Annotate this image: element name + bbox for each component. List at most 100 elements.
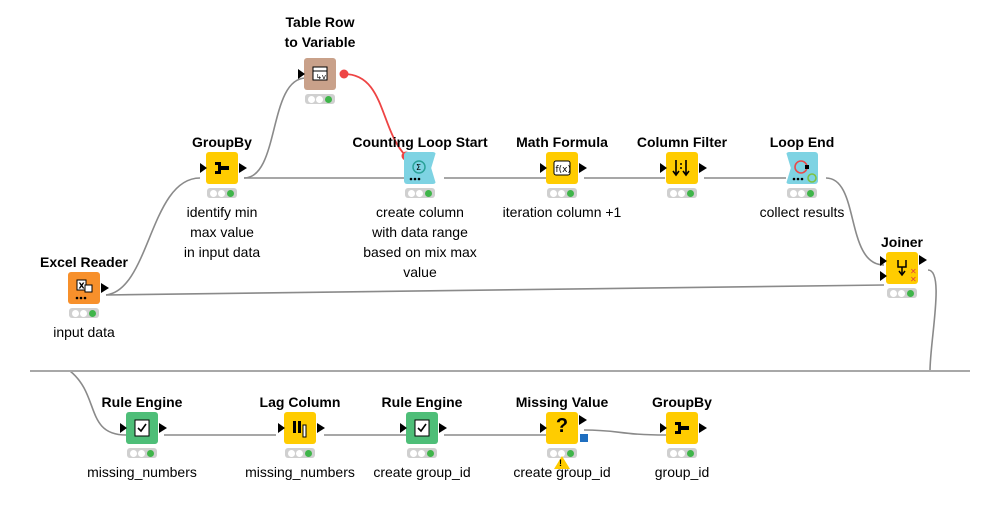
status-lights	[787, 188, 817, 198]
svg-text:↳v: ↳v	[316, 73, 326, 81]
status-lights	[285, 448, 315, 458]
excel-reader-icon[interactable]: X	[68, 272, 109, 304]
node-title: Missing Value	[515, 394, 609, 410]
input-port[interactable]	[200, 163, 207, 173]
output-port[interactable]	[579, 163, 587, 173]
lag-column-icon[interactable]	[278, 412, 325, 444]
missing-value-icon[interactable]: ? !	[540, 412, 588, 469]
output-port[interactable]	[699, 163, 707, 173]
rule-engine-icon[interactable]	[120, 412, 167, 444]
node-title: Joiner	[880, 234, 923, 250]
node-math-formula[interactable]: Math Formula f(x) iteration column +1	[492, 132, 632, 222]
variable-port-out	[339, 69, 349, 79]
wire-groupby-tablerow	[243, 77, 307, 179]
column-filter-icon[interactable]	[660, 152, 707, 184]
svg-text:Σ: Σ	[416, 163, 421, 172]
status-lights	[405, 188, 435, 198]
input-port[interactable]	[120, 423, 127, 433]
node-label: group_id	[654, 464, 710, 480]
node-label: input data	[53, 324, 115, 340]
input-port[interactable]	[880, 256, 887, 266]
wire-excel-groupby	[105, 177, 201, 296]
loop-start-icon[interactable]: Σ	[404, 152, 436, 184]
warning-icon[interactable]: !	[554, 456, 570, 469]
node-lag-column[interactable]: Lag Column missing_numbers	[230, 392, 370, 482]
output-port[interactable]	[317, 423, 325, 433]
output-port[interactable]	[159, 423, 167, 433]
node-column-filter[interactable]: Column Filter	[612, 132, 752, 198]
joiner-icon[interactable]: ✕✕	[880, 252, 927, 284]
node-title: Column Filter	[636, 134, 728, 150]
math-formula-icon[interactable]: f(x)	[540, 152, 587, 184]
node-label-line: in input data	[183, 244, 261, 260]
loop-end-icon[interactable]	[786, 152, 818, 184]
node-label-line: identify min	[186, 204, 258, 220]
status-lights	[667, 448, 697, 458]
node-excel-reader[interactable]: Excel Reader X input data	[14, 252, 154, 342]
input-port[interactable]	[278, 423, 285, 433]
input-port[interactable]	[660, 163, 667, 173]
status-lights	[887, 288, 917, 298]
node-title: Excel Reader	[40, 254, 128, 270]
wire-missing-groupby	[583, 429, 667, 436]
node-title: Rule Engine	[381, 394, 463, 410]
node-title: GroupBy	[652, 394, 712, 410]
svg-text:X: X	[79, 282, 86, 291]
status-lights	[69, 308, 99, 318]
status-lights	[407, 448, 437, 458]
node-missing-value[interactable]: Missing Value ? ! create group_id	[492, 392, 632, 482]
output-port[interactable]	[819, 163, 827, 173]
status-lights	[207, 188, 237, 198]
input-port[interactable]	[660, 423, 667, 433]
input-port[interactable]	[880, 271, 887, 281]
svg-text:✕: ✕	[910, 275, 917, 284]
output-port[interactable]	[439, 423, 447, 433]
node-groupby-bottom[interactable]: GroupBy group_id	[612, 392, 752, 482]
question-mark-icon: ?	[555, 415, 569, 437]
node-label: missing_numbers	[87, 464, 197, 480]
node-title: Counting Loop Start	[352, 134, 488, 150]
node-label: iteration column +1	[502, 204, 622, 220]
node-counting-loop-start[interactable]: Counting Loop Start Σ create column with…	[350, 132, 490, 282]
node-label-line: create column	[376, 204, 464, 220]
output-port[interactable]	[699, 423, 707, 433]
node-label-line: based on mix max value	[363, 244, 477, 280]
input-port[interactable]	[400, 423, 407, 433]
output-port[interactable]	[919, 255, 927, 265]
node-label: collect results	[759, 204, 845, 220]
output-port[interactable]	[101, 283, 109, 293]
node-rule-engine-2[interactable]: Rule Engine create group_id	[352, 392, 492, 482]
input-port[interactable]	[540, 163, 547, 173]
rule-engine-icon[interactable]	[400, 412, 447, 444]
status-lights	[547, 188, 577, 198]
status-lights	[305, 94, 335, 104]
node-title-line: to Variable	[284, 34, 356, 50]
groupby-icon[interactable]	[660, 412, 707, 444]
output-port[interactable]	[579, 415, 587, 425]
input-port[interactable]	[540, 423, 547, 433]
node-table-row-to-variable[interactable]: Table Row to Variable ↳v	[250, 12, 390, 104]
divider-line	[30, 370, 970, 372]
svg-text:✕: ✕	[910, 267, 917, 276]
node-label: missing_numbers	[245, 464, 355, 480]
node-loop-end[interactable]: Loop End collect results	[732, 132, 872, 222]
status-lights	[127, 448, 157, 458]
output-port[interactable]	[239, 163, 247, 173]
node-title: Loop End	[769, 134, 835, 150]
node-title-line: Table Row	[285, 14, 355, 30]
node-rule-engine-1[interactable]: Rule Engine missing_numbers	[72, 392, 212, 482]
node-title: Math Formula	[516, 134, 608, 150]
node-joiner[interactable]: Joiner ✕✕	[832, 232, 972, 298]
model-port[interactable]	[580, 434, 588, 442]
node-title: GroupBy	[192, 134, 252, 150]
wire-loopend-joiner	[825, 177, 885, 266]
node-label-line: max value	[190, 224, 254, 240]
input-port[interactable]	[298, 69, 305, 79]
groupby-icon[interactable]	[200, 152, 247, 184]
status-lights	[667, 188, 697, 198]
node-label-line: with data range	[372, 224, 468, 240]
node-groupby-top[interactable]: GroupBy identify min max value in input …	[152, 132, 292, 262]
table-row-to-variable-icon[interactable]: ↳v	[298, 58, 336, 90]
status-lights	[547, 448, 577, 458]
node-label: create group_id	[513, 464, 611, 480]
